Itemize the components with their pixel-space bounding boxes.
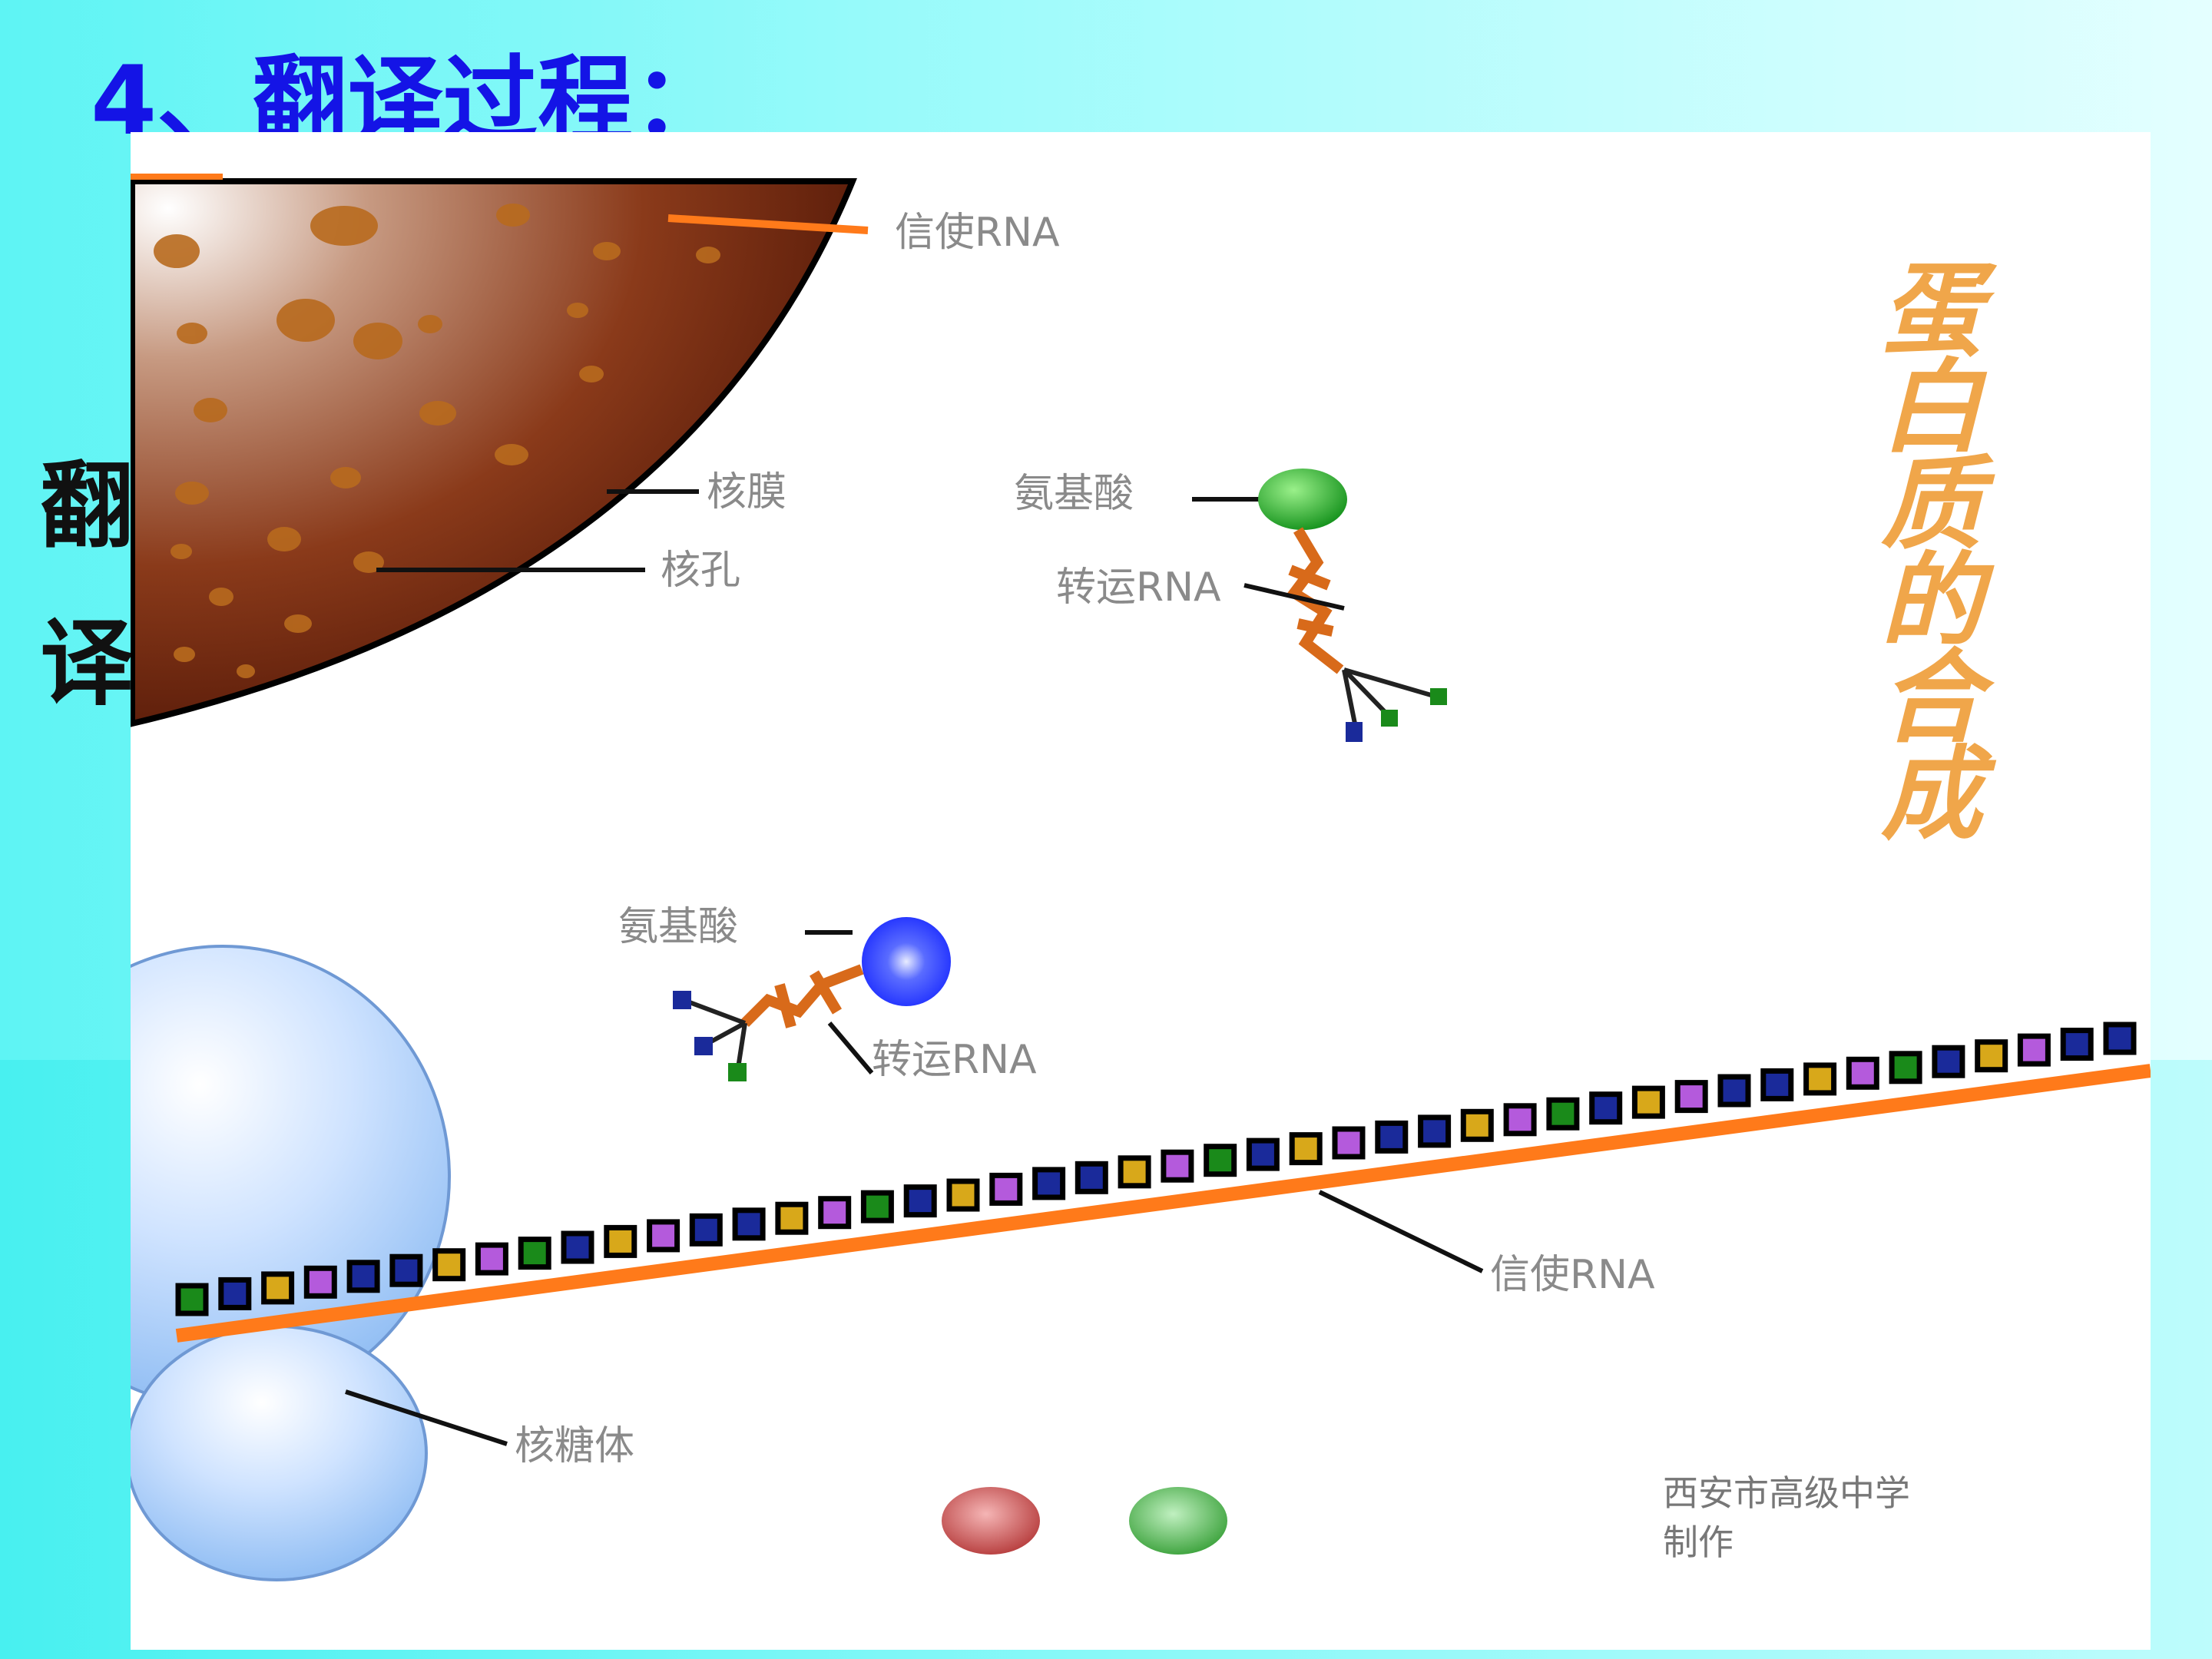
- codon-square: [1161, 1149, 1194, 1183]
- codon-square: [604, 1224, 637, 1258]
- codon-square: [1075, 1161, 1108, 1194]
- mrna-strand: [175, 1064, 2151, 1343]
- label-mrna-top: 信使RNA: [895, 210, 1060, 256]
- codon-square: [1204, 1144, 1237, 1177]
- nucleus: [131, 178, 857, 727]
- vertical-title: 蛋 白 质 的 合 成: [1855, 252, 2008, 854]
- vertical-title-char-4: 的: [1881, 542, 1982, 661]
- label-trna-1: 转运RNA: [1056, 565, 1221, 611]
- codon-square: [2060, 1028, 2094, 1061]
- codon-square: [2017, 1033, 2051, 1067]
- codon-square: [1889, 1051, 1922, 1084]
- label-amino-acid-2: 氨基酸: [618, 904, 738, 950]
- codon-square: [647, 1219, 680, 1253]
- codon-square: [261, 1271, 295, 1305]
- label-nuclear-membrane: 核膜: [707, 469, 786, 515]
- credit: 西安市高级中学 制作: [1663, 1469, 1910, 1567]
- codon-square: [1760, 1068, 1794, 1101]
- codon-square: [1332, 1126, 1366, 1160]
- vertical-title-char-1: 蛋: [1881, 252, 1982, 370]
- codon-square: [175, 1283, 209, 1316]
- codon-square: [775, 1201, 809, 1235]
- codon-square: [2103, 1022, 2137, 1055]
- codon-square: [432, 1248, 466, 1282]
- mrna-top-strand: [667, 214, 869, 234]
- codon-square: [1375, 1120, 1409, 1154]
- codon-square: [1460, 1108, 1494, 1142]
- codon-square: [903, 1184, 937, 1218]
- codon-square: [561, 1230, 594, 1264]
- label-nuclear-pore: 核孔: [661, 548, 740, 594]
- mrna-bottom-leader: [1318, 1190, 1484, 1273]
- codon-square: [1289, 1132, 1323, 1166]
- amino-acid-blue: [862, 917, 951, 1006]
- codon-square: [946, 1178, 980, 1212]
- label-amino-acid-1: 氨基酸: [1014, 471, 1134, 517]
- label-ribosome: 核糖体: [515, 1423, 634, 1469]
- codon-square: [1932, 1045, 1965, 1078]
- codon-square: [1503, 1103, 1537, 1137]
- codon-square: [1546, 1097, 1580, 1131]
- codon-square: [475, 1242, 508, 1276]
- credit-line-2: 制作: [1663, 1522, 1734, 1563]
- codon-square: [1631, 1085, 1665, 1119]
- codon-square: [1803, 1062, 1837, 1096]
- codon-row: [175, 1022, 2137, 1316]
- codon-square: [689, 1213, 723, 1247]
- codon-square: [1032, 1167, 1066, 1200]
- play-button-green[interactable]: [1129, 1487, 1227, 1555]
- animation-panel: 信使RNA 核膜 核孔 氨基酸 转运RNA 氨基酸 转运RNA: [131, 132, 2151, 1650]
- trna-1: 氨基酸 转运RNA: [1014, 469, 1447, 742]
- codon-square: [218, 1277, 252, 1310]
- codon-square: [303, 1265, 337, 1299]
- codon-square: [818, 1196, 852, 1230]
- codon-square: [346, 1260, 380, 1293]
- play-button-red[interactable]: [942, 1487, 1040, 1555]
- label-mrna-bottom: 信使RNA: [1490, 1252, 1655, 1298]
- ribosome-leader: [345, 1389, 508, 1446]
- codon-square: [389, 1253, 423, 1287]
- codon-square: [860, 1190, 894, 1224]
- vertical-title-char-6: 成: [1881, 736, 1982, 854]
- codon-square: [1717, 1074, 1751, 1108]
- vertical-title-char-2: 白: [1881, 349, 1982, 467]
- codon-square: [1674, 1080, 1708, 1114]
- translation-diagram: 信使RNA 核膜 核孔 氨基酸 转运RNA 氨基酸 转运RNA: [131, 174, 2151, 1581]
- side-text-char-2: 译: [40, 609, 134, 718]
- codon-square: [1246, 1137, 1280, 1171]
- codon-square: [1418, 1114, 1452, 1148]
- vertical-title-char-5: 合: [1881, 639, 1982, 757]
- label-trna-2: 转运RNA: [872, 1037, 1037, 1083]
- codon-square: [1589, 1091, 1623, 1125]
- trna-2: 氨基酸 转运RNA: [618, 904, 1037, 1083]
- codon-square: [1118, 1155, 1151, 1189]
- codon-square: [1975, 1039, 2008, 1073]
- credit-line-1: 西安市高级中学: [1663, 1472, 1910, 1514]
- codon-square: [989, 1172, 1023, 1206]
- vertical-title-char-3: 质: [1881, 445, 1982, 564]
- codon-square: [732, 1207, 766, 1241]
- amino-acid-green: [1258, 469, 1347, 530]
- codon-square: [518, 1237, 551, 1270]
- side-text-char-1: 翻: [40, 452, 134, 561]
- codon-square: [1846, 1056, 1879, 1090]
